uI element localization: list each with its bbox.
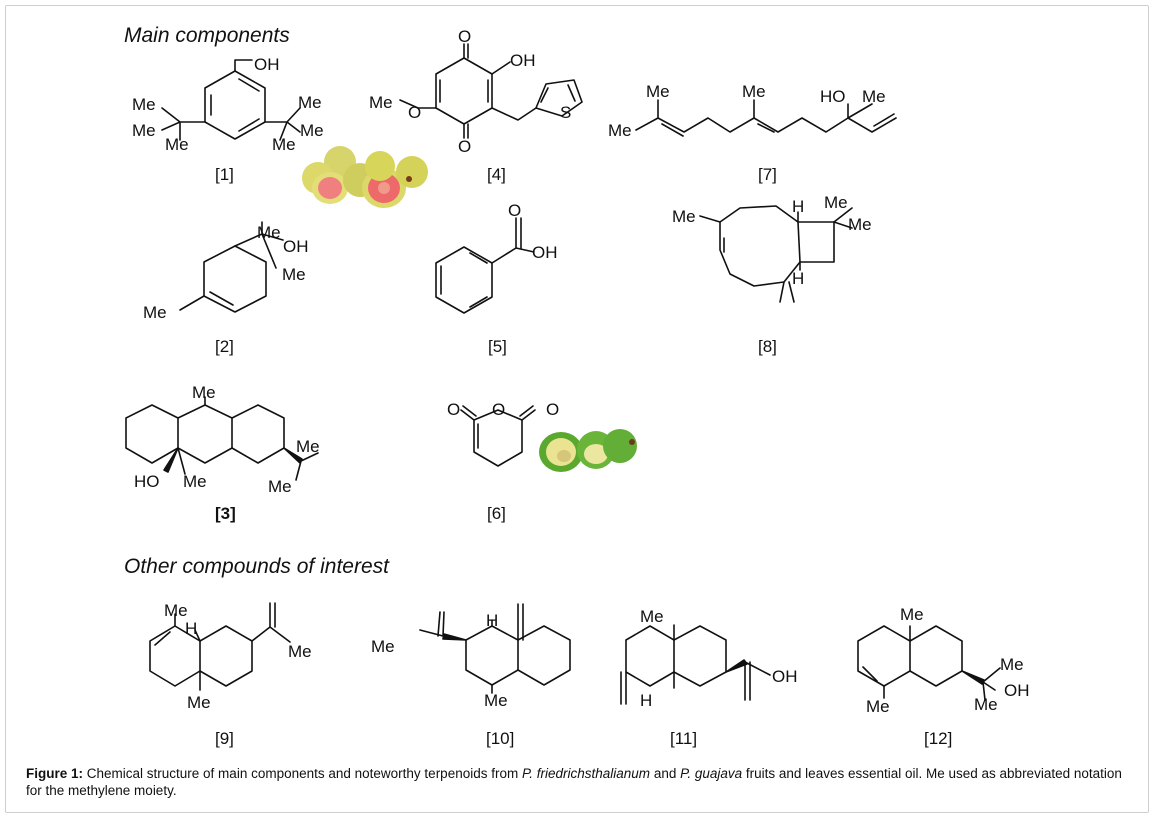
structure-2 [179,221,284,313]
label-o-6c: O [546,400,559,419]
label-h-8a: H [792,197,804,216]
label-ho-3: HO [134,472,160,491]
label-me-3c: Me [268,477,292,496]
label-h-8b: H [792,269,804,288]
main-components-heading: Main components [124,24,290,47]
label-me-7b: Me [608,121,632,140]
label-me-10a: Me [371,637,395,656]
caption-part2: and [650,766,681,781]
label-h-11: H [640,691,652,710]
compound-number-5: [5] [488,337,507,356]
label-me-7c: Me [742,82,766,101]
structure-3 [125,396,319,481]
label-me-12d: Me [866,697,890,716]
label-me-1e: Me [300,121,324,140]
atom-labels: OH Me Me Me Me Me Me Me OH Me Me Me Me M… [132,27,1030,716]
label-o-5: O [508,201,521,220]
caption-part3: fruits and leaves essential oil. Me used… [26,766,1122,798]
label-o-6b: O [492,400,505,419]
label-h-9: H [185,619,197,638]
compound-number-12: [12] [924,729,952,748]
other-compounds-heading: Other compounds of interest [124,555,389,578]
label-o-4b: O [408,103,421,122]
label-me-8b: Me [824,193,848,212]
label-me-8a: Me [672,207,696,226]
compound-number-6: [6] [487,504,506,523]
structure-10 [419,603,571,694]
compound-number-1: [1] [215,165,234,184]
label-me-2a: Me [257,223,281,242]
label-oh-4: OH [510,51,536,70]
label-me-12a: Me [900,605,924,624]
label-me-12c: Me [974,695,998,714]
guava-fruit-photo-2 [539,429,637,472]
guava-fruit-photo-1 [302,146,428,208]
label-o-4c: O [458,137,471,156]
structure-1 [161,59,301,141]
label-oh-1: OH [254,55,280,74]
label-me-1d: Me [298,93,322,112]
compound-number-7: [7] [758,165,777,184]
structure-11 [620,624,771,705]
label-ho-7: HO [820,87,846,106]
compound-number-10: [10] [486,729,514,748]
compound-number-3: [3] [215,504,236,523]
label-o-6a: O [447,400,460,419]
label-me-11: Me [640,607,664,626]
structure-12 [857,625,1001,701]
caption-label: Figure 1: [26,766,84,781]
compound-number-9: [9] [215,729,234,748]
label-me-2b: Me [282,265,306,284]
label-me-9c: Me [187,693,211,712]
compound-number-2: [2] [215,337,234,356]
label-me-3a: Me [192,383,216,402]
label-meo-4: Me [369,93,393,112]
structure-6 [460,405,536,467]
caption-species2: P. guajava [680,766,743,781]
label-me-3b: Me [296,437,320,456]
label-h-10: H [486,611,498,630]
caption-part1: Chemical structure of main components an… [83,766,522,781]
compound-number-8: [8] [758,337,777,356]
compound-numbers: [1] [4] [7] [2] [5] [8] [3] [6] [9] [10]… [215,165,952,748]
label-me-10b: Me [484,691,508,710]
label-me-1a: Me [132,95,156,114]
label-o-4a: O [458,27,471,46]
label-me-3d: Me [183,472,207,491]
caption-species1: P. friedrichsthalianum [521,766,651,781]
label-oh-5: OH [532,243,558,262]
compound-number-11: [11] [670,729,697,748]
label-me-8c: Me [848,215,872,234]
structure-5 [435,217,535,314]
structure-4 [399,43,583,139]
structure-9 [149,602,291,691]
label-oh-2: OH [283,237,309,256]
label-me-1f: Me [272,135,296,154]
structure-7 [635,99,897,137]
label-me-7d: Me [862,87,886,106]
label-s-4: S [560,103,571,122]
figure-caption: Figure 1: Chemical structure of main com… [26,765,1131,799]
label-me-2c: Me [143,303,167,322]
label-me-12b: Me [1000,655,1024,674]
label-me-7a: Me [646,82,670,101]
compound-number-4: [4] [487,165,506,184]
label-me-9a: Me [164,601,188,620]
structure-8 [699,205,853,303]
label-me-9b: Me [288,642,312,661]
label-me-1b: Me [132,121,156,140]
label-oh-12: OH [1004,681,1030,700]
label-oh-11: OH [772,667,798,686]
label-me-1c: Me [165,135,189,154]
